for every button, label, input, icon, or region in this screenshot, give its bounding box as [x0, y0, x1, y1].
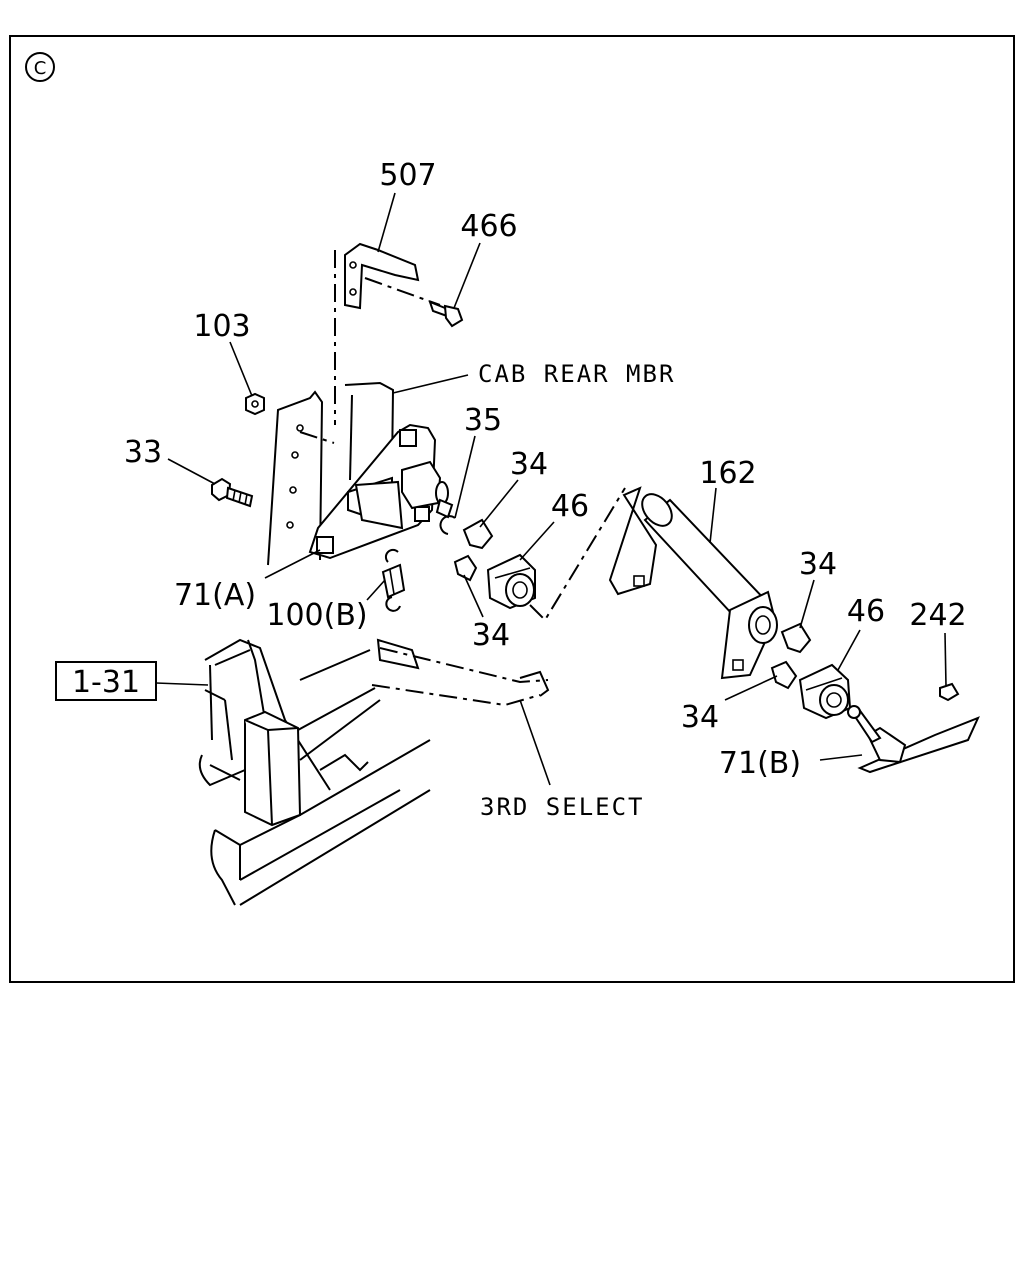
bushing-34-right-lower: [770, 660, 798, 690]
callout-34-upper: 34: [510, 447, 548, 482]
leader-lines: [155, 192, 947, 786]
note-cab-rear-mbr: CAB REAR MBR: [478, 360, 675, 388]
bolt-33: [211, 477, 254, 508]
cab-rear-member: [267, 381, 395, 566]
bushing-34-right-upper: [780, 622, 812, 654]
reference-box-label: 1-31: [72, 665, 140, 700]
third-select-rod: [371, 638, 550, 707]
callout-35: 35: [464, 403, 502, 438]
bushing-34-upper: [462, 518, 494, 550]
callout-46-left: 46: [551, 489, 589, 524]
bolt-466: [428, 300, 464, 328]
bracket-507: [344, 242, 420, 310]
guide-line-466: [364, 277, 441, 306]
bracket-162: [608, 486, 778, 680]
callout-507: 507: [379, 158, 436, 193]
note-third-select: 3RD SELECT: [480, 793, 645, 821]
callout-33: 33: [124, 435, 162, 470]
reference-box: 1-31: [55, 661, 157, 701]
callout-34-right-lower: 34: [681, 700, 719, 735]
callout-100b: 100(B): [266, 598, 367, 633]
snap-ring-35: [439, 515, 456, 535]
callout-34-lower-left: 34: [472, 618, 510, 653]
view-marker-letter: C: [34, 58, 47, 79]
spring-100b: [381, 548, 406, 612]
callout-242: 242: [909, 598, 966, 633]
boot-46-right: [798, 663, 852, 720]
bracket-71b: [847, 705, 980, 774]
bushing-34-lower-left: [453, 554, 478, 582]
view-marker: C: [25, 52, 55, 82]
callout-162: 162: [699, 456, 756, 491]
bracket-71a: [308, 423, 454, 560]
boot-46-left: [486, 553, 536, 610]
callout-466: 466: [460, 209, 517, 244]
transmission-assembly: [198, 638, 431, 906]
callout-34-right-upper: 34: [799, 547, 837, 582]
nut-103: [245, 392, 265, 416]
guide-line-162: [529, 487, 626, 622]
diagram-frame: [9, 35, 1015, 983]
callout-103: 103: [193, 309, 250, 344]
callout-46-right: 46: [847, 594, 885, 629]
nut-242: [939, 682, 960, 702]
callout-71a: 71(A): [174, 578, 256, 613]
callout-71b: 71(B): [719, 746, 801, 781]
